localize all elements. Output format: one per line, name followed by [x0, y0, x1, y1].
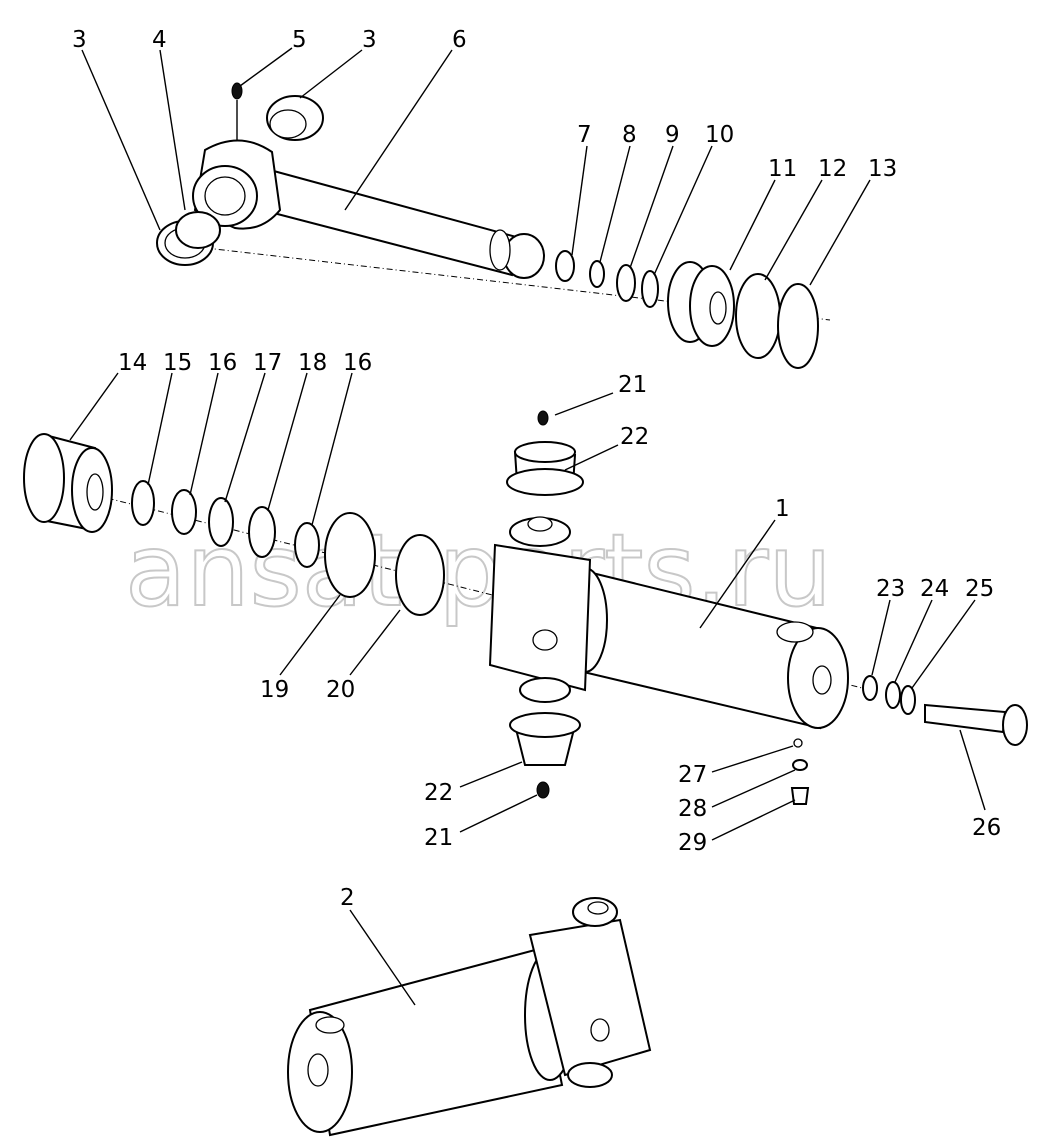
part-20-o-ring: [395, 534, 445, 616]
part-21-plug-bottom: [536, 781, 550, 799]
callout-8: 8: [622, 122, 637, 148]
part-9-ring: [616, 264, 636, 302]
part-13-ring: [777, 283, 819, 369]
end-parts: [790, 675, 1028, 805]
part-12-ring: [735, 273, 781, 359]
part-16-ring-b: [294, 522, 320, 568]
leader-lines: [69, 47, 986, 1006]
part-5-grease-nipple: [231, 82, 243, 140]
callout-12: 12: [818, 156, 847, 182]
callout-14: 14: [118, 350, 147, 376]
part-18-ring: [248, 506, 276, 558]
part-23-ring: [862, 675, 878, 701]
part-17-ring: [208, 497, 234, 547]
callout-24: 24: [920, 576, 949, 602]
part-27-ball: [793, 738, 803, 748]
callout-23: 23: [876, 576, 905, 602]
callout-7: 7: [577, 122, 592, 148]
callout-21: 21: [618, 372, 647, 398]
part-14-gland: [23, 433, 113, 533]
part-15-ring: [131, 480, 155, 526]
callout-6: 6: [452, 27, 467, 53]
part-19-o-ring: [324, 512, 376, 598]
callout-16: 16: [208, 350, 237, 376]
callout-18: 18: [298, 350, 327, 376]
callout-3: 3: [72, 27, 87, 53]
callout-16: 16: [343, 350, 372, 376]
callout-9: 9: [665, 122, 680, 148]
callout-15: 15: [163, 350, 192, 376]
callout-labels: 3 4 5 3 6 7 8 9 10 11 12 13 14 15 16 17 …: [72, 27, 1001, 911]
callout-20: 20: [326, 677, 355, 703]
part-3-bushing-right: [266, 95, 324, 141]
callout-29: 29: [678, 830, 707, 856]
part-11-piston: [667, 261, 735, 347]
callout-19: 19: [260, 677, 289, 703]
part-28-spring: [792, 759, 808, 771]
part-7-ring: [555, 250, 575, 282]
rod-axis-line: [179, 244, 831, 321]
callout-27: 27: [678, 762, 707, 788]
part-26-pin: [924, 703, 1028, 746]
part-6-lever-rod: [192, 139, 545, 279]
callout-17: 17: [253, 350, 282, 376]
part-2-assembled-cylinder: [287, 897, 652, 1137]
callout-22: 22: [620, 424, 649, 450]
part-25-ring: [900, 685, 916, 715]
part-8-ring: [589, 260, 605, 288]
part-29-screw: [790, 787, 810, 805]
part-21-plug-top: [537, 410, 549, 426]
callout-3: 3: [362, 27, 377, 53]
callout-10: 10: [705, 122, 734, 148]
part-10-ring: [641, 270, 659, 308]
rod-assembly: [156, 82, 831, 369]
callout-25: 25: [965, 576, 994, 602]
part-1-cylinder-body: [488, 410, 849, 799]
callout-5: 5: [292, 27, 307, 53]
callout-4: 4: [152, 27, 167, 53]
seal-row: [23, 433, 871, 691]
callout-26: 26: [972, 815, 1001, 841]
callout-11: 11: [768, 156, 797, 182]
callout-28: 28: [678, 796, 707, 822]
callout-22: 22: [424, 780, 453, 806]
callout-21: 21: [424, 825, 453, 851]
callout-1: 1: [775, 496, 790, 522]
part-24-ring: [885, 681, 901, 709]
callout-13: 13: [868, 156, 897, 182]
callout-2: 2: [340, 885, 355, 911]
part-16-ring-a: [171, 489, 197, 535]
part-4-ring: [175, 211, 221, 249]
